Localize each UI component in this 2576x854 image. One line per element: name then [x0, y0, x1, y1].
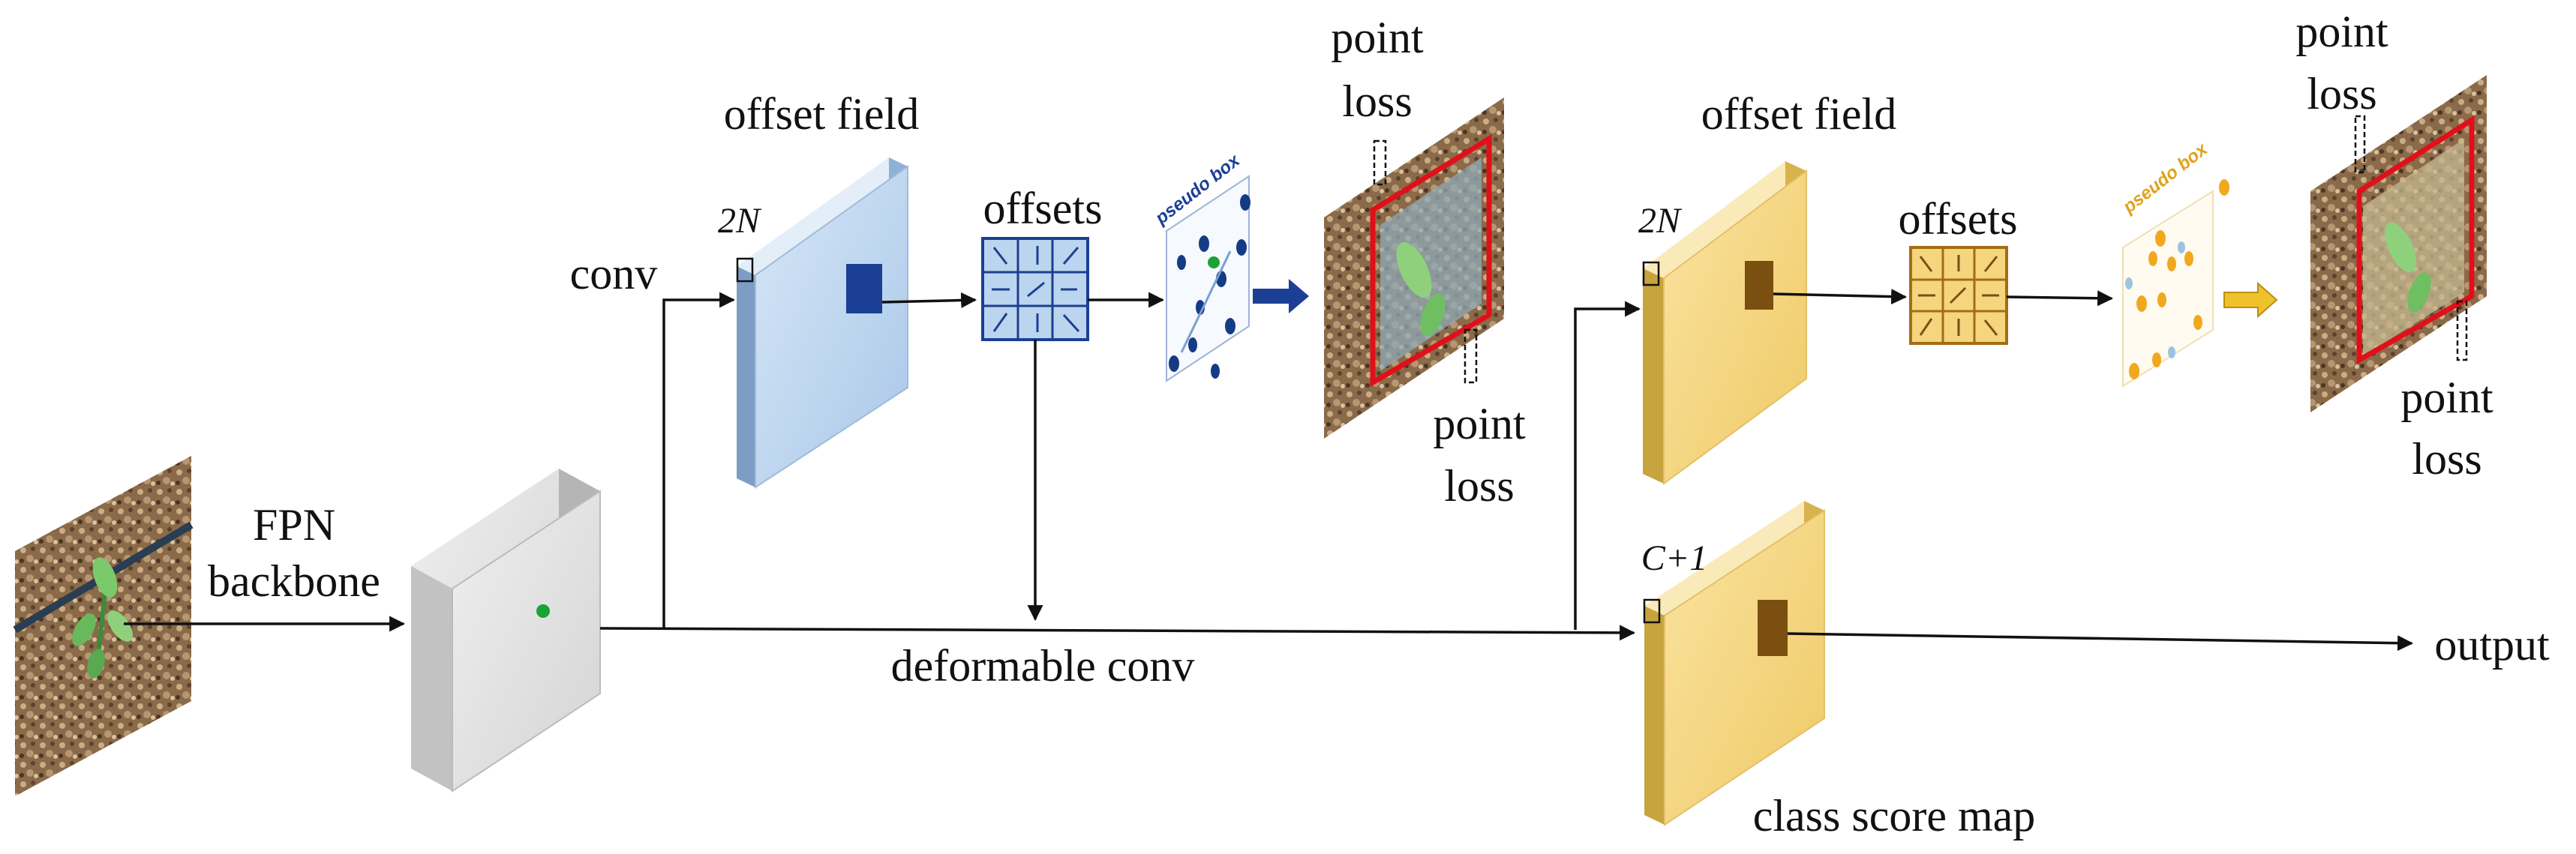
- point-loss-blue-bottom-line2: loss: [1444, 461, 1514, 511]
- backbone-feature-map: [411, 469, 601, 793]
- channels-class-label: C+1: [1641, 538, 1707, 578]
- arrow-blue-thick: [1253, 279, 1309, 313]
- pseudo-box-blue: pseudo box: [1151, 150, 1250, 382]
- offset-field-blue-kernel: [846, 264, 882, 313]
- fpn-label-line1: FPN: [253, 500, 335, 550]
- offset-field-blue-title: offset field: [724, 89, 919, 139]
- channels-blue-label: 2N: [718, 201, 762, 241]
- offsets-grid-blue: [981, 237, 1089, 341]
- offset-field-yellow: [1642, 161, 1807, 485]
- channel-bracket-class: [1643, 598, 1661, 624]
- conv-branch-arrow-blue: [662, 292, 736, 628]
- point-loss-blue-bottom-line1: point: [1433, 399, 1526, 448]
- channels-yellow-label: 2N: [1638, 201, 1683, 241]
- point-loss-marker-blue-bottom: [1464, 328, 1478, 384]
- result-image-blue: [1324, 97, 1504, 439]
- point-loss-yellow-bottom-line1: point: [2400, 373, 2493, 422]
- arrow-yellow-thick: [2223, 281, 2278, 319]
- class-score-map-kernel: [1758, 600, 1788, 656]
- deformable-conv-label: deformable conv: [891, 641, 1195, 691]
- point-loss-yellow-top-line2: loss: [2307, 69, 2376, 118]
- feature-point-dot: [536, 604, 550, 618]
- conv-label: conv: [570, 249, 658, 298]
- main-flow-arrow: [599, 625, 1636, 641]
- class-score-map: [1643, 501, 1825, 826]
- arrow-to-offsets-yellow: [1773, 289, 1908, 305]
- arrow-to-pseudo-box-yellow: [2006, 290, 2114, 307]
- result-image-yellow: [2310, 75, 2487, 412]
- offsets-grid-yellow: [1909, 246, 2008, 345]
- offset-field-yellow-title: offset field: [1701, 89, 1896, 139]
- class-score-map-title: class score map: [1753, 791, 2036, 841]
- fpn-label-line2: backbone: [208, 556, 380, 606]
- output-label: output: [2434, 620, 2550, 670]
- offset-field-yellow-kernel: [1745, 261, 1773, 310]
- output-arrow: [1787, 632, 2414, 652]
- point-loss-blue-top-line1: point: [1331, 13, 1424, 62]
- red-bounding-box: [1370, 133, 1492, 388]
- arrow-to-offsets-blue: [881, 292, 977, 308]
- conv-branch-arrow-yellow: [1574, 301, 1641, 630]
- point-loss-marker-yellow-top: [2354, 115, 2366, 174]
- channel-bracket-blue: [736, 257, 754, 283]
- point-loss-yellow-top-line1: point: [2295, 7, 2388, 56]
- point-loss-marker-yellow-bottom: [2456, 300, 2468, 361]
- point-loss-yellow-bottom-line2: loss: [2412, 434, 2481, 484]
- red-bounding-box-yellow: [2356, 115, 2475, 365]
- input-image: [13, 456, 194, 796]
- point-loss-marker-blue-top: [1373, 139, 1387, 186]
- offsets-blue-title: offsets: [983, 184, 1103, 233]
- offset-field-blue: [736, 157, 908, 489]
- channel-bracket-yellow: [1642, 261, 1660, 286]
- offsets-yellow-title: offsets: [1899, 194, 2018, 244]
- seedling-icon: [72, 557, 133, 679]
- pseudo-box-yellow: pseudo box: [2118, 139, 2229, 388]
- point-loss-blue-top-line2: loss: [1342, 76, 1412, 126]
